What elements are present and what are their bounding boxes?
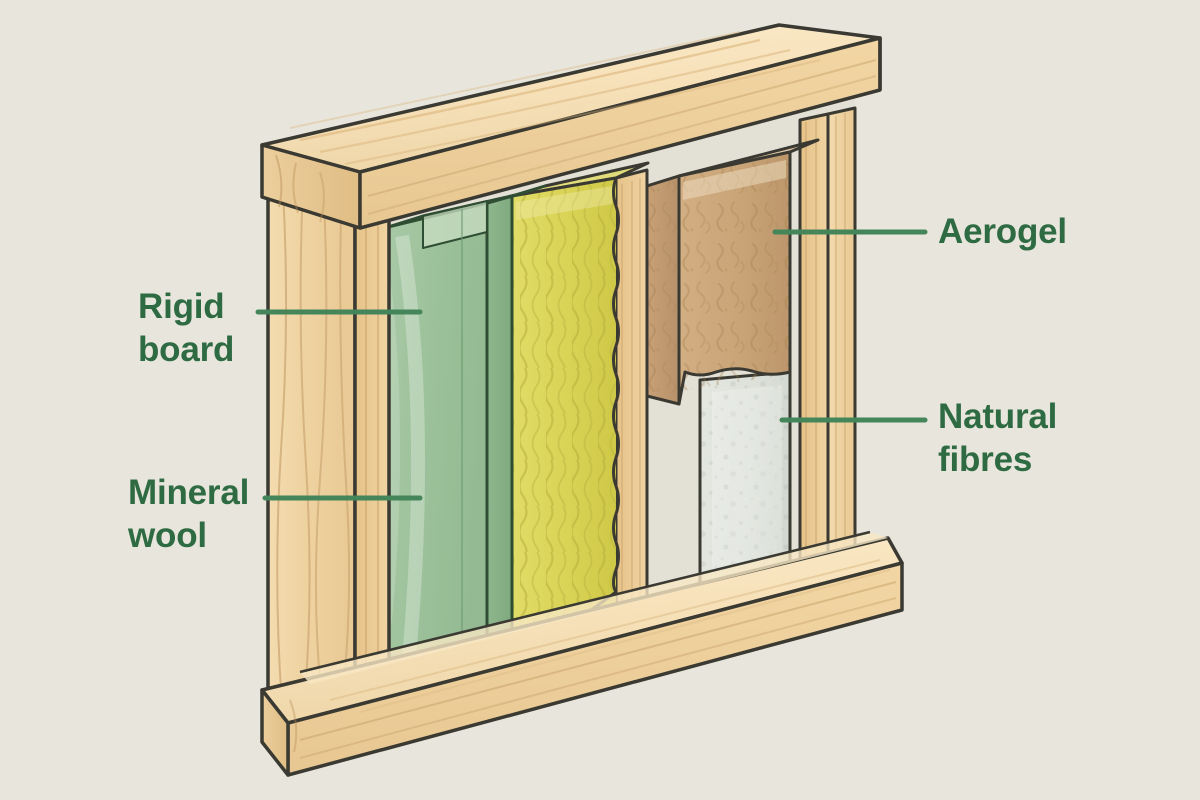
label-aerogel: Aerogel [938, 212, 1067, 251]
bottom-plate [260, 530, 904, 777]
leader-lines [255, 229, 928, 501]
label-rigid-board: Rigid board [138, 287, 235, 369]
natural-fibres-block [645, 138, 820, 406]
rigid-board-block [386, 184, 547, 697]
right-stud [798, 106, 857, 594]
mineral-wool-block [510, 161, 650, 670]
label-natural-fibres: Natural fibres [938, 397, 1058, 479]
centre-stud [614, 168, 649, 642]
left-stud [266, 148, 391, 715]
top-plate [260, 23, 882, 230]
label-mineral-wool: Mineral wool [128, 473, 250, 555]
